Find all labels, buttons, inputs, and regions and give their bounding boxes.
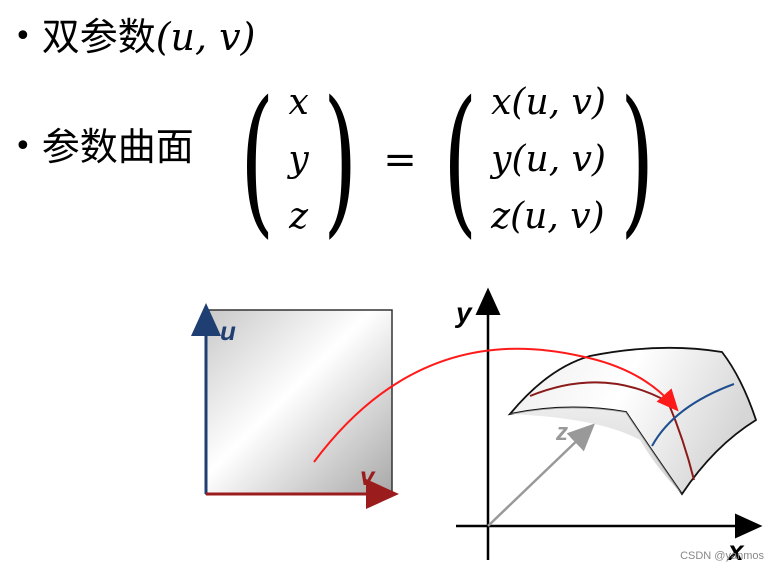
surface-underside-shading (510, 407, 682, 494)
u-isoparametric-curve (651, 383, 735, 447)
lhs-z: z (289, 196, 309, 237)
parametric-surface (507, 346, 758, 496)
u-label: u (220, 316, 236, 346)
bullet-parametric-surface: • 参数曲面 (14, 128, 194, 166)
left-paren: ( (442, 66, 478, 253)
lhs-vector: x y z (288, 85, 308, 235)
z-label: z (555, 419, 568, 446)
lhs-y: y (288, 139, 309, 180)
parametric-formula: ( x y z ) = ( x(u, v) y(u, v) z(u, v) ) (226, 76, 668, 244)
bullet-math: (u, v) (155, 15, 256, 59)
lhs-x: x (288, 82, 309, 123)
bullet-text: 双参数 (41, 15, 156, 59)
right-paren: ) (322, 66, 358, 253)
mapping-arrow (313, 347, 679, 463)
watermark: CSDN @yanmos (680, 550, 764, 562)
rhs-vector: x(u, v) y(u, v) z(u, v) (491, 85, 606, 235)
right-paren: ) (620, 66, 655, 253)
rhs-x: x(u, v) (491, 82, 606, 123)
equals-sign: = (383, 137, 417, 183)
bullet-text: 参数曲面 (41, 125, 194, 169)
y-label: y (454, 297, 473, 328)
bullet-two-parameters: • 双参数 (u, v) (14, 18, 255, 56)
parameter-domain-square (205, 309, 393, 495)
x-label: x (726, 535, 745, 566)
left-paren: ( (240, 66, 275, 253)
rhs-z: z(u, v) (491, 196, 605, 237)
v-label: v (360, 461, 376, 491)
rhs-y: y(u, v) (491, 139, 606, 180)
z-axis-arrow (487, 423, 596, 527)
bullet-dot: • (14, 19, 32, 54)
bullet-dot: • (14, 129, 32, 164)
